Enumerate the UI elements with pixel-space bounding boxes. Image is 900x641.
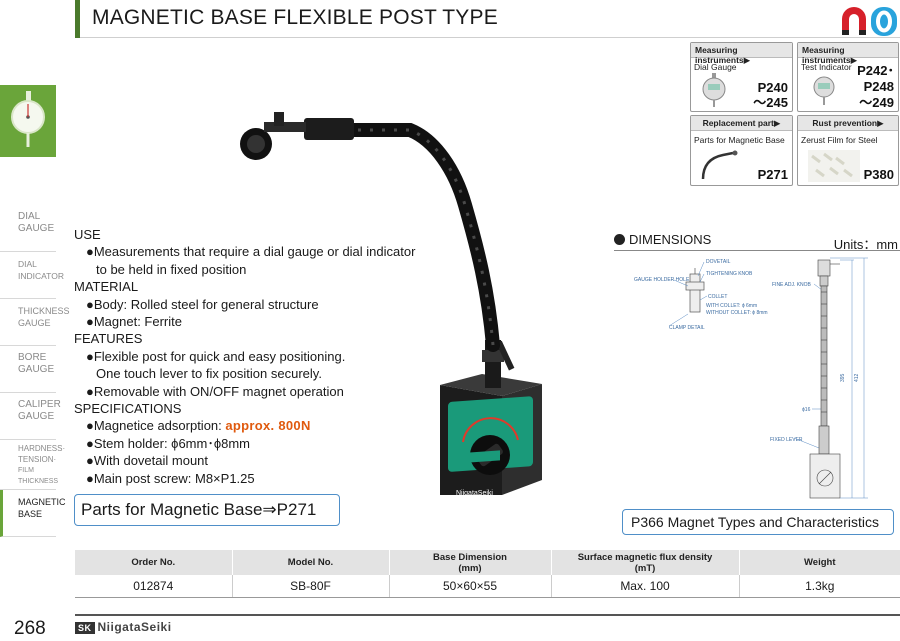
ref-rust-name: Zerust Film for Steel: [801, 135, 878, 145]
page-number: 268: [14, 618, 46, 639]
dial-gauge-section-thumb: [0, 85, 56, 157]
dim-label-phi16: ϕ16: [802, 407, 811, 413]
features-title: FEATURES: [74, 331, 143, 347]
feature-flexible-post-cont: One touch lever to fix position securely…: [96, 366, 322, 382]
zerust-film-icon: [808, 150, 860, 182]
dim-label-clamp: CLAMP DETAIL: [669, 325, 705, 331]
spec-adsorption-label: ●Magnetice adsorption:: [86, 418, 226, 434]
dim-label-with-collet: WITH COLLET: ϕ 6mm: [706, 303, 757, 309]
dim-label-without-collet: WITHOUT COLLET: ϕ 8mm: [706, 310, 768, 316]
material-magnet: ●Magnet: Ferrite: [86, 314, 182, 330]
spec-adsorption-value: approx. 800N: [225, 418, 311, 434]
digital-gauge-icon: [702, 73, 726, 107]
ref-rust-page: P380: [863, 167, 894, 182]
dial-gauge-icon: [11, 91, 45, 147]
ref-replacement-page: P271: [757, 167, 788, 182]
ref-replacement-head: Replacement part▶: [691, 116, 792, 131]
ref-rust-head: Rust prevention▶: [798, 116, 898, 131]
spec-dovetail: ●With dovetail mount: [86, 453, 209, 469]
dim-label-fine-adj: FINE ADJ. KNOB: [772, 282, 812, 288]
ref-rust-prevention[interactable]: Rust prevention▶ Zerust Film for Steel P…: [797, 115, 899, 186]
test-indicator-icon: [813, 76, 835, 105]
title-accent-bar: [75, 0, 80, 38]
table-row: 012874 SB-80F 50×60×55 Max. 100 1.3kg: [75, 575, 900, 598]
col-order-no: Order No.: [75, 550, 233, 575]
parts-link-button[interactable]: Parts for Magnetic Base⇒P271: [74, 494, 340, 526]
dimensions-drawing: DOVETAIL TIGHTENING KNOB GAUGE HOLDER HO…: [634, 257, 868, 499]
magnet-types-link-button[interactable]: P366 Magnet Types and Characteristics: [622, 509, 894, 535]
ref-dial-gauge-page-range: ～245: [753, 95, 788, 110]
ref-test-indicator-head: Measuring instruments▶: [798, 43, 898, 65]
feature-removable: ●Removable with ON/OFF magnet operation: [86, 383, 344, 399]
ref-dial-gauge-name: Dial Gauge: [694, 62, 737, 72]
cell-model-no: SB-80F: [232, 575, 390, 598]
ref-test-indicator-page-range: ～249: [859, 95, 894, 110]
ref-test-indicator-page-2: P248: [863, 79, 894, 94]
table-header-row: Order No. Model No. Base Dimension(mm) S…: [75, 550, 900, 575]
bullet-icon: [614, 234, 625, 245]
spec-stem-holder: ●Stem holder: ϕ6mm･ϕ8mm: [86, 435, 251, 451]
dimensions-title: DIMENSIONS: [629, 232, 712, 247]
ref-test-indicator-page: P242･: [857, 63, 894, 78]
product-brand-label: NiigataSeiki: [456, 490, 493, 497]
cell-flux-density: Max. 100: [551, 575, 740, 598]
product-description: USE ●Measurements that require a dial ga…: [74, 226, 415, 487]
spec-table: Order No. Model No. Base Dimension(mm) S…: [75, 550, 900, 598]
footer-divider: [75, 614, 900, 616]
specifications-title: SPECIFICATIONS: [74, 401, 182, 417]
header-divider: [80, 37, 900, 38]
dim-label-gauge-holder: GAUGE HOLDER HOLE: [634, 277, 690, 283]
col-base-dimension: Base Dimension(mm): [389, 550, 552, 575]
dimensions-units: Units：mm: [833, 237, 898, 252]
use-item: ●Measurements that require a dial gauge …: [86, 244, 416, 260]
magnet-on-off-icon: [842, 7, 897, 36]
material-body: ●Body: Rolled steel for general structur…: [86, 296, 319, 312]
ref-replacement-part[interactable]: Replacement part▶ Parts for Magnetic Bas…: [690, 115, 793, 186]
spec-post-screw: ●Main post screw: M8×P1.25: [86, 470, 255, 486]
spec-adsorption: ●Magnetice adsorption: approx. 800N: [74, 417, 415, 434]
col-flux-density: Surface magnetic flux density(mT): [551, 550, 740, 575]
ref-dial-gauge-head: Measuring instruments▶: [691, 43, 792, 65]
dimensions-divider: [614, 250, 900, 251]
dimensions-heading: DIMENSIONS: [614, 232, 711, 247]
dim-label-dovetail: DOVETAIL: [706, 259, 731, 265]
material-title: MATERIAL: [74, 279, 139, 295]
use-title: USE: [74, 227, 101, 242]
cell-base-dimension: 50×60×55: [389, 575, 552, 598]
feature-flexible-post: ●Flexible post for quick and easy positi…: [86, 348, 346, 364]
magnetic-base-product-image: NiigataSeiki: [240, 112, 542, 497]
ref-test-indicator[interactable]: Measuring instruments▶ Test Indicator P2…: [797, 42, 899, 112]
ref-test-indicator-name: Test Indicator: [801, 62, 852, 72]
dim-label-fixed-lever: FIXED LEVER: [770, 437, 803, 443]
use-item-cont: to be held in fixed position: [96, 261, 247, 277]
dim-label-395: 395: [840, 373, 846, 382]
col-model-no: Model No.: [232, 550, 390, 575]
footer-brand-name: NiigataSeiki: [97, 620, 172, 634]
dim-label-412: 412: [854, 373, 860, 382]
page-title: MAGNETIC BASE FLEXIBLE POST TYPE: [92, 6, 498, 29]
ref-dial-gauge-page: P240: [757, 80, 788, 95]
ref-dial-gauge[interactable]: Measuring instruments▶ Dial Gauge P240 ～…: [690, 42, 793, 112]
brand-mark-icon: SK: [75, 621, 95, 634]
cell-order-no: 012874: [75, 575, 233, 598]
sidebar-item-hardness-tension[interactable]: HARDNESS·TENSION·FILM THICKNESS: [0, 440, 65, 490]
flexible-post-part-icon: [701, 150, 738, 180]
col-weight: Weight: [739, 550, 900, 575]
dim-label-tightening: TIGHTENING KNOB: [706, 271, 753, 277]
ref-replacement-name: Parts for Magnetic Base: [694, 135, 785, 145]
cell-weight: 1.3kg: [739, 575, 900, 598]
dim-label-collet: COLLET: [708, 294, 727, 300]
